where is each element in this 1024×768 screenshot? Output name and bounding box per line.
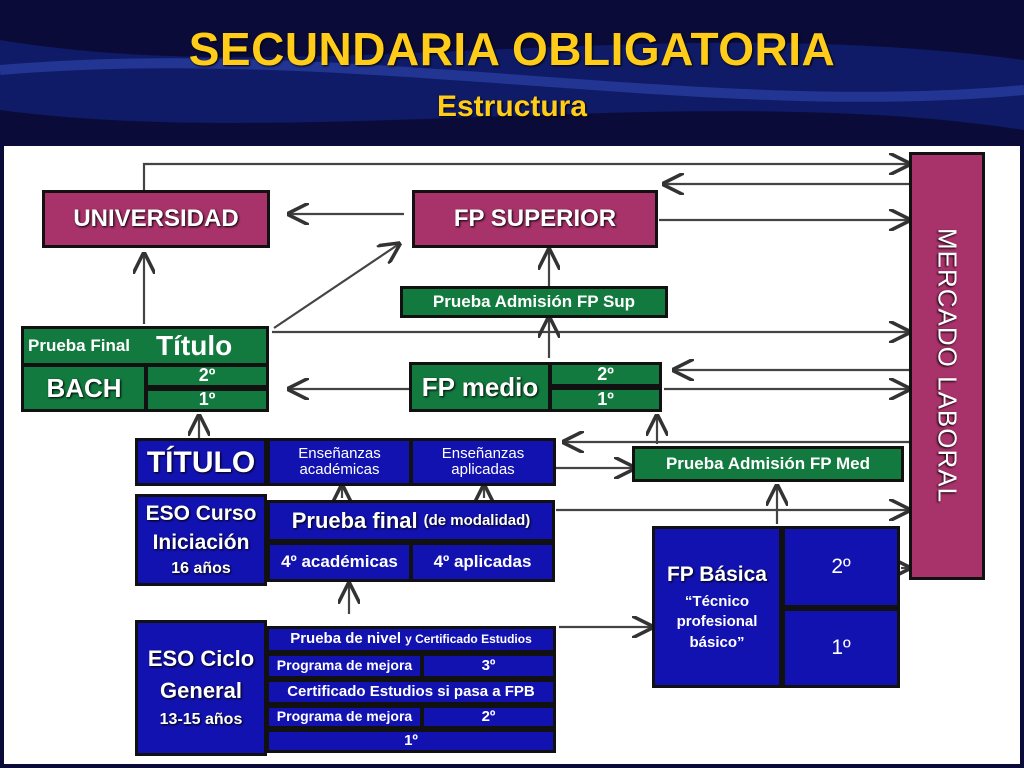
fpb-1-box: 1º <box>782 608 900 688</box>
primero-box: 1º <box>266 729 556 753</box>
prueba-final-modalidad-small: (de modalidad) <box>423 511 531 529</box>
eso-curso-l1: ESO Curso <box>145 502 257 526</box>
eso-ciclo-age: 13-15 años <box>159 711 243 729</box>
tercero-box: 3º <box>421 653 556 679</box>
prueba-nivel-label: Prueba de nivel <box>290 630 402 648</box>
eso-ciclo-l2: General <box>160 678 242 704</box>
page-title: SECUNDARIA OBLIGATORIA <box>188 23 836 75</box>
ens-academicas-box: Enseñanzas académicas <box>267 438 412 486</box>
fp-basica-title: FP Básica <box>666 562 767 586</box>
prueba-admision-fp-sup-box: Prueba Admisión FP Sup <box>400 286 668 318</box>
cuarto-academicas-box: 4º académicas <box>267 542 412 582</box>
fpb-2-box: 2º <box>782 526 900 608</box>
diagram-canvas: UNIVERSIDAD FP SUPERIOR Prueba Admisión … <box>4 146 1020 764</box>
eso-curso-box: ESO Curso Iniciación 16 años <box>135 494 267 586</box>
eso-ciclo-l1: ESO Ciclo <box>147 646 255 672</box>
certificado-fpb-box: Certificado Estudios si pasa a FPB <box>266 679 556 705</box>
prueba-final-modalidad-box: Prueba final (de modalidad) <box>267 500 555 542</box>
fp-medio-box: FP medio <box>409 362 551 412</box>
page-subtitle: Estructura <box>436 90 588 123</box>
arrow-bach-to-fpsup <box>273 244 399 329</box>
mercado-laboral-label: MERCADO LABORAL <box>932 228 963 504</box>
fp-basica-desc1: “Técnico <box>684 592 750 610</box>
titulo-bach-label: Título <box>156 329 233 361</box>
eso-curso-age: 16 años <box>171 560 231 578</box>
programa-mejora-2-box: Programa de mejora <box>266 705 423 729</box>
eso-curso-l2: Iniciación <box>152 531 250 555</box>
prueba-final-modalidad-label: Prueba final <box>291 507 418 533</box>
fpm-1-box: 1º <box>549 387 662 412</box>
fp-basica-desc2: profesional <box>676 613 758 631</box>
bach-2-box: 2º <box>145 364 269 388</box>
mercado-laboral-box: MERCADO LABORAL <box>909 152 985 580</box>
arrow-top-loop <box>142 164 909 190</box>
fp-superior-box: FP SUPERIOR <box>412 190 658 248</box>
ens-aplicadas-box: Enseñanzas aplicadas <box>410 438 556 486</box>
programa-mejora-3-box: Programa de mejora <box>266 653 423 679</box>
titulo-eso-box: TÍTULO <box>135 438 267 486</box>
bach-titulo-box: Prueba Final Título <box>21 326 269 366</box>
prueba-nivel-small: y Certificado Estudios <box>405 631 532 646</box>
prueba-admision-fp-med-box: Prueba Admisión FP Med <box>632 446 904 482</box>
fpm-2-box: 2º <box>549 362 662 387</box>
prueba-final-label: Prueba Final <box>28 335 131 355</box>
bach-1-box: 1º <box>145 388 269 412</box>
segundo-box: 2º <box>421 705 556 729</box>
cuarto-aplicadas-box: 4º aplicadas <box>410 542 555 582</box>
universidad-box: UNIVERSIDAD <box>42 190 270 248</box>
bach-box: BACH <box>21 364 147 412</box>
arrows-layer <box>4 146 1020 764</box>
prueba-nivel-box: Prueba de nivel y Certificado Estudios <box>266 626 556 653</box>
eso-ciclo-box: ESO Ciclo General 13-15 años <box>135 620 267 756</box>
fp-basica-box: FP Básica “Técnico profesional básico” <box>652 526 782 688</box>
fp-basica-desc3: básico” <box>689 633 745 651</box>
